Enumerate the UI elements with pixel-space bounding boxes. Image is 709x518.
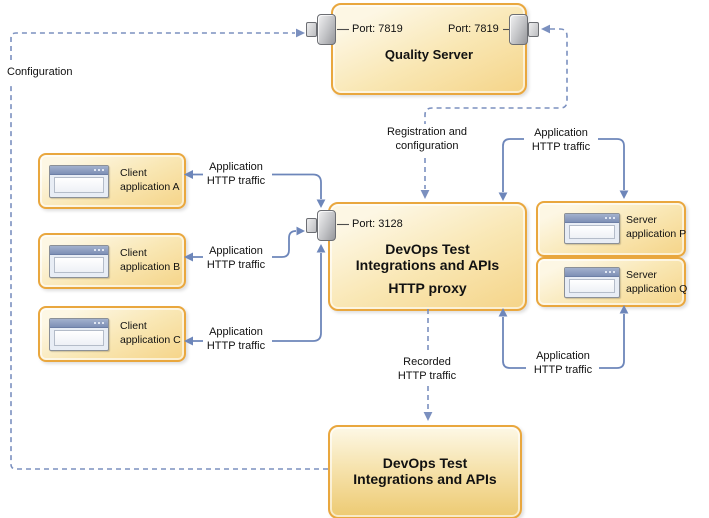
client-c-node: Client application C [38, 306, 186, 362]
app-window-icon [49, 245, 109, 278]
app-http-traffic-label-a: Application HTTP traffic [206, 161, 266, 187]
quality-server-right-port-label: Port: 7819 [448, 23, 499, 35]
window-pane [569, 279, 615, 293]
port-plug-icon [306, 218, 317, 233]
window-buttons [94, 322, 105, 324]
port-plug-icon [306, 22, 317, 37]
app-http-traffic-label-b: Application HTTP traffic [206, 245, 266, 271]
app-http-traffic-label-c: Application HTTP traffic [206, 326, 266, 352]
client-c-line1: Client [120, 320, 147, 332]
devops-test-node: DevOps Test Integrations and APIs [328, 425, 522, 518]
arrowhead [296, 226, 305, 236]
port-connector-icon [317, 14, 336, 45]
http-proxy-node: DevOps Test Integrations and APIs HTTP p… [328, 202, 527, 311]
quality-server-node: Quality Server [331, 3, 527, 95]
app-http-traffic-label-top-right: Application HTTP traffic [531, 127, 591, 153]
server-q-line1: Server [626, 269, 657, 281]
window-buttons [605, 271, 616, 273]
window-pane [54, 257, 104, 273]
window-pane [569, 225, 615, 239]
client-a-node: Client application A [38, 153, 186, 209]
client-b-line2: application B [120, 261, 181, 273]
client-b-node: Client application B [38, 233, 186, 289]
server-p-line2: application P [626, 228, 687, 240]
arrowhead [316, 199, 326, 208]
quality-server-title: Quality Server [384, 47, 474, 62]
app-window-icon [49, 165, 109, 198]
proxy-name-line1: DevOps Test [385, 241, 470, 257]
arrowhead [619, 190, 629, 199]
server-p-line1: Server [626, 214, 657, 226]
window-pane [54, 177, 104, 193]
recorded-http-traffic-label: Recorded HTTP traffic [397, 356, 457, 382]
arrowhead [498, 192, 508, 201]
window-buttons [605, 217, 616, 219]
proxy-role: HTTP proxy [388, 280, 467, 296]
proxy-name-line2: Integrations and APIs [355, 257, 500, 273]
window-titlebar [565, 214, 619, 223]
app-window-icon [49, 318, 109, 351]
port-plug-icon [528, 22, 539, 37]
arrowhead [541, 24, 550, 34]
server-p-node: Server application P [536, 201, 686, 257]
client-c-line2: application C [120, 334, 181, 346]
app-http-traffic-label-bottom-right: Application HTTP traffic [533, 350, 593, 376]
window-titlebar [565, 268, 619, 277]
server-q-node: Server application Q [536, 257, 688, 307]
server-q-line2: application Q [626, 283, 688, 295]
window-pane [54, 330, 104, 346]
arrowhead [316, 244, 326, 253]
port-connector-icon [509, 14, 528, 45]
proxy-port-label: Port: 3128 [352, 218, 403, 230]
devops-test-line2: Integrations and APIs [353, 471, 497, 487]
configuration-label: Configuration [7, 66, 73, 78]
arrowhead [296, 28, 305, 38]
registration-label: Registration and configuration [386, 126, 468, 152]
app-window-icon [564, 267, 620, 298]
client-a-line2: application A [120, 181, 180, 193]
window-buttons [94, 249, 105, 251]
client-b-line1: Client [120, 247, 147, 259]
port-connector-icon [317, 210, 336, 241]
devops-test-line1: DevOps Test [382, 455, 468, 471]
window-buttons [94, 169, 105, 171]
client-a-line1: Client [120, 167, 147, 179]
arrowhead [423, 412, 433, 421]
app-window-icon [564, 213, 620, 244]
quality-server-left-port-label: Port: 7819 [352, 23, 403, 35]
arrowhead [420, 190, 430, 199]
